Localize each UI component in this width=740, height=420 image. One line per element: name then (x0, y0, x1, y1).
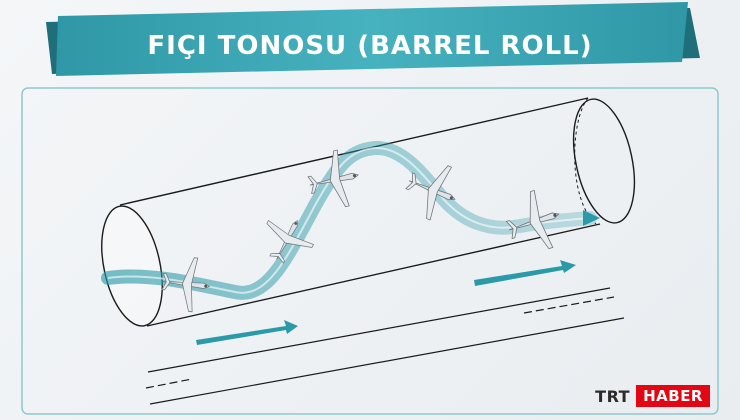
trt-haber-logo: TRT HABER (593, 385, 710, 407)
logo-haber-text: HABER (636, 385, 710, 407)
trail-arrowhead (583, 210, 600, 226)
barrel-cylinder (101, 97, 636, 327)
logo-trt-text: TRT (595, 386, 631, 406)
arrow-right-icon (196, 320, 298, 345)
page-title: FIÇI TONOSU (BARREL ROLL) (147, 31, 592, 61)
diagram-frame (21, 87, 719, 415)
drone-icon (159, 254, 213, 314)
runway-lines (145, 287, 625, 405)
arrow-right-icon (474, 260, 576, 286)
flight-trail (101, 141, 597, 300)
title-banner: FIÇI TONOSU (BARREL ROLL) (46, 2, 700, 76)
